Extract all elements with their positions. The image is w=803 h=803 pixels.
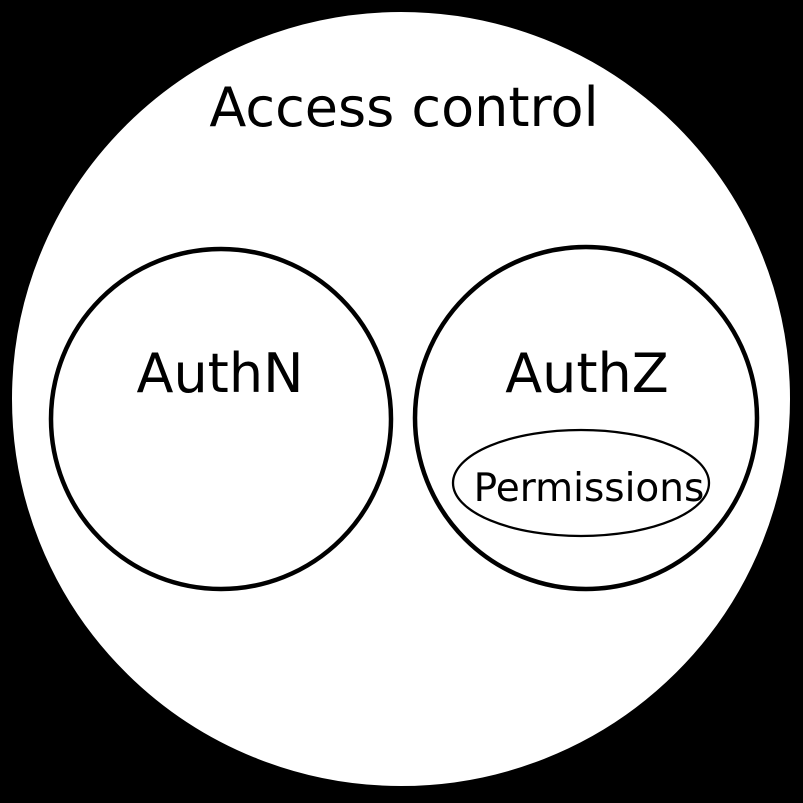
outer-set-ellipse	[10, 10, 792, 788]
permissions-label: Permissions	[474, 466, 705, 511]
authn-circle	[48, 246, 394, 592]
authn-label: AuthN	[137, 342, 304, 405]
permissions-ellipse	[451, 428, 711, 538]
authz-label: AuthZ	[505, 342, 669, 405]
outer-set-label: Access control	[209, 76, 598, 139]
authz-circle	[412, 244, 760, 592]
